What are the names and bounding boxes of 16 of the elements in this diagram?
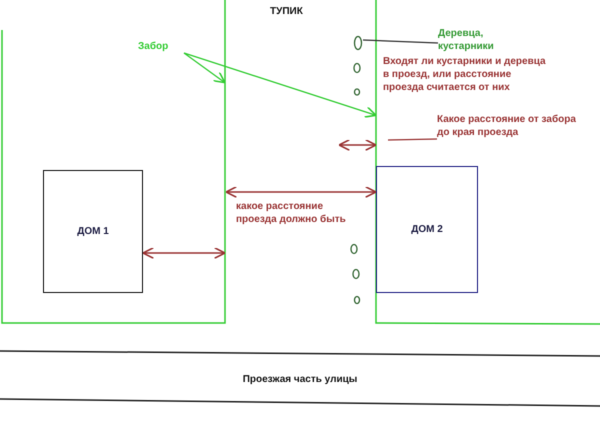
arrow [184, 52, 377, 118]
house-label: ДОМ 2 [411, 223, 443, 236]
leader-line [362, 39, 438, 44]
house-box [376, 166, 478, 293]
leader-line [388, 138, 438, 141]
tree-label: Деревца, кустарники [438, 27, 508, 53]
fence-label: Забор [138, 40, 184, 53]
arrow [184, 52, 226, 84]
house-label: ДОМ 1 [77, 225, 109, 238]
tree-icon [353, 35, 363, 51]
annotation-text: Какое расстояние от забора до края проезда [437, 113, 577, 139]
house-box [43, 170, 143, 293]
dead-end-label: ТУПИК [270, 5, 304, 18]
question-text: Входят ли кустарники и деревца в проезд, или расстояние проезда считается от них [383, 55, 547, 94]
street-label: Проезжая часть улицы [242, 373, 358, 386]
distance-label: какое расстояние проезда должно быть [236, 200, 347, 226]
